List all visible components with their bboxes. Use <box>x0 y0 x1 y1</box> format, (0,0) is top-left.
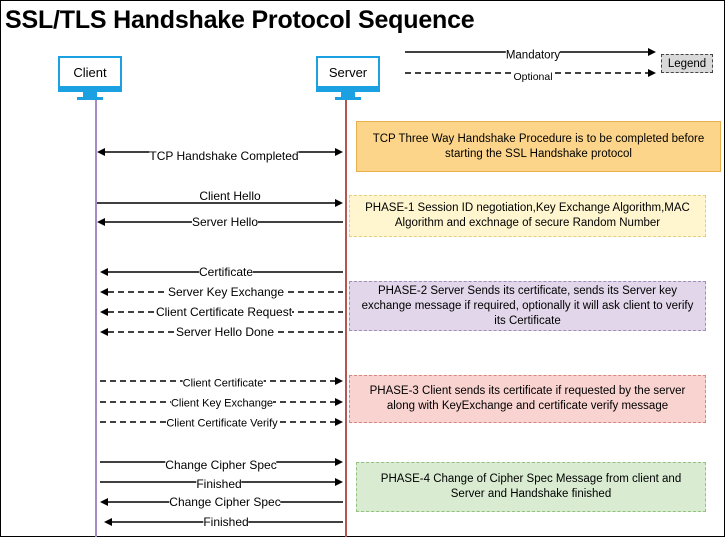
note-text: PHASE-3 Client sends its certificate if … <box>369 385 686 412</box>
server-participant: Server <box>316 56 380 92</box>
client-lifeline <box>95 100 97 537</box>
server-monitor-base <box>335 97 361 100</box>
client-monitor-stand <box>83 92 97 98</box>
message-label: Change Cipher Spec <box>169 495 281 509</box>
message-label: Client Certificate <box>182 377 264 390</box>
client-participant: Client <box>58 56 122 92</box>
arrowhead <box>100 288 108 296</box>
arrowhead <box>335 418 343 426</box>
message-label: TCP Handshake Completed <box>149 149 299 163</box>
note-phase-3: PHASE-3 Client sends its certificate if … <box>349 375 706 423</box>
note-tcp-handshake: TCP Three Way Handshake Procedure is to … <box>356 121 721 172</box>
message-label: Server Key Exchange <box>167 285 285 299</box>
legend-box: Legend <box>661 54 713 73</box>
client-monitor-base <box>77 97 103 100</box>
legend-optional-arrowhead <box>648 69 656 77</box>
arrowhead <box>100 498 108 506</box>
legend-optional-label: Optional <box>513 70 553 83</box>
arrowhead <box>100 308 108 316</box>
server-monitor-stand <box>341 92 355 98</box>
arrowhead <box>335 458 343 466</box>
server-lifeline <box>345 100 347 537</box>
note-text: PHASE-1 Session ID negotiation,Key Excha… <box>365 202 690 229</box>
client-label: Client <box>73 64 107 80</box>
message-label: Server Hello Done <box>175 325 275 339</box>
message-label: Client Certificate Verify <box>166 417 278 430</box>
legend-mandatory-label: Mandatory <box>505 49 561 62</box>
note-phase-1: PHASE-1 Session ID negotiation,Key Excha… <box>349 195 706 237</box>
arrowhead <box>97 148 105 156</box>
message-label: Client Hello <box>199 189 261 203</box>
arrowhead <box>104 518 112 526</box>
note-text: PHASE-4 Change of Cipher Spec Message fr… <box>380 473 682 500</box>
arrowhead <box>335 478 343 486</box>
message-label: Server Hello <box>191 215 259 229</box>
message-label: Client Key Exchange <box>170 397 274 410</box>
server-label: Server <box>328 64 368 80</box>
message-label: Finished <box>196 477 242 491</box>
note-text: TCP Three Way Handshake Procedure is to … <box>372 132 705 160</box>
note-text: PHASE-2 Server Sends its certificate, se… <box>361 284 694 327</box>
arrowhead <box>100 328 108 336</box>
diagram-title: SSL/TLS Handshake Protocol Sequence <box>5 6 475 34</box>
arrowhead <box>335 148 343 156</box>
message-label: Certificate <box>198 265 254 279</box>
note-phase-4: PHASE-4 Change of Cipher Spec Message fr… <box>356 462 706 512</box>
legend-mandatory-arrowhead <box>648 48 656 56</box>
message-label: Change Cipher Spec <box>165 458 277 472</box>
message-label: Finished <box>203 515 249 529</box>
message-label: Client Certificate Request <box>155 305 293 319</box>
legend-title: Legend <box>667 57 707 70</box>
arrowhead <box>97 218 105 226</box>
arrowhead <box>335 199 343 207</box>
arrowhead <box>100 268 108 276</box>
arrowhead <box>335 398 343 406</box>
arrowhead <box>335 377 343 385</box>
note-phase-2: PHASE-2 Server Sends its certificate, se… <box>349 281 706 331</box>
